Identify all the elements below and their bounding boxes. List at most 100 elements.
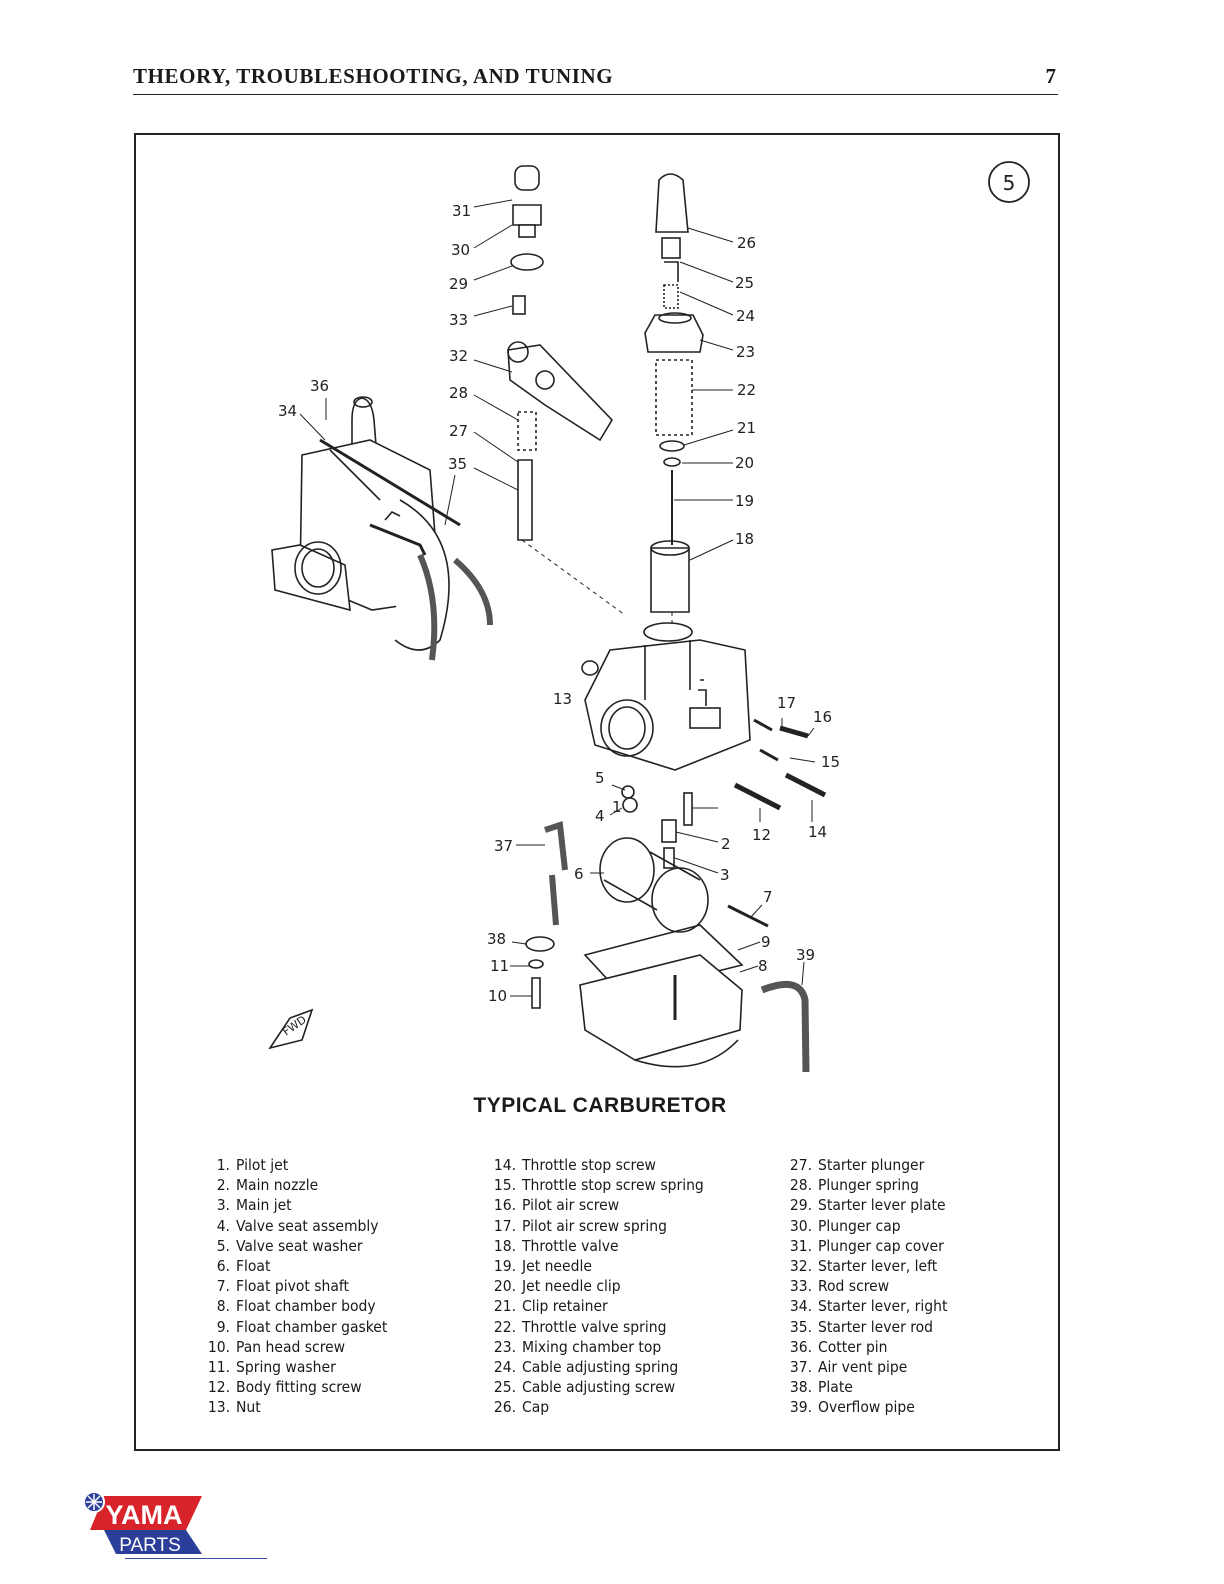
legend-item: 19.Jet needle: [486, 1256, 704, 1276]
legend-item-number: 34.: [789, 1297, 812, 1316]
callout-7: 7: [763, 888, 773, 906]
legend-item-label: Jet needle clip: [522, 1277, 621, 1296]
callout-32: 32: [449, 347, 468, 365]
assembled-carburetor-drawing: [271, 396, 493, 661]
legend-item: 14. Throttle stop screw: [486, 1155, 704, 1175]
callout-6: 6: [574, 865, 584, 883]
callout-3: 3: [720, 866, 730, 884]
figure-frame: [134, 133, 1060, 1451]
callout-36: 36: [310, 377, 329, 395]
legend-item: 30. Plunger cap: [782, 1216, 947, 1236]
legend-item-label: Float chamber gasket: [236, 1317, 388, 1336]
legend-item-label: Float chamber body: [236, 1297, 376, 1316]
callout-28: 28: [449, 384, 468, 402]
exploded-components-drawing: FWD: [268, 165, 827, 1073]
legend-item-label: Pan head screw: [236, 1337, 346, 1356]
callout-23: 23: [736, 343, 755, 361]
legend-item-label: Valve seat washer: [236, 1236, 363, 1255]
legend-item: 3.Main jet: [200, 1195, 387, 1215]
callout-15: 15: [821, 753, 840, 771]
callout-20: 20: [735, 454, 754, 472]
figure-caption: TYPICAL CARBURETOR: [473, 1094, 727, 1117]
legend-item-number: 35.: [789, 1317, 812, 1336]
legend-item-label: Rod screw: [818, 1277, 890, 1296]
legend-item: 12. Body fitting screw: [200, 1377, 387, 1397]
legend-item-number: 11.: [207, 1358, 230, 1377]
legend-item-number: 10.: [207, 1337, 230, 1356]
legend-item-number: 22.: [493, 1317, 516, 1336]
legend-item-label: Cable adjusting screw: [522, 1378, 676, 1397]
legend-item-number: 16.: [493, 1196, 516, 1215]
legend-item-number: 24.: [493, 1358, 516, 1377]
legend-item: 37. Air vent pipe: [782, 1357, 947, 1377]
yamaparts-logo[interactable]: YAMA PARTS: [82, 1490, 207, 1560]
callout-13: 13: [553, 690, 572, 708]
legend-item-label: Clip retainer: [522, 1297, 608, 1316]
legend-item-label: Throttle valve: [522, 1236, 619, 1255]
callout-38: 38: [487, 930, 506, 948]
callout-26: 26: [737, 234, 756, 252]
legend-item-number: 2.: [216, 1176, 230, 1195]
legend-item-label: Spring washer: [236, 1358, 336, 1377]
callout-30: 30: [451, 241, 470, 259]
figure-number-badge: 5: [988, 161, 1030, 203]
legend-item: 33. Rod screw: [782, 1276, 947, 1296]
legend-item-label: Plunger cap: [818, 1216, 901, 1235]
callout-18: 18: [735, 530, 754, 548]
legend-item: 7.Float pivot shaft: [200, 1276, 387, 1296]
callout-14: 14: [808, 823, 827, 841]
legend-item-label: Starter lever, left: [818, 1257, 938, 1276]
callout-8: 8: [758, 957, 768, 975]
legend-item-label: Plate: [818, 1378, 853, 1397]
legend-item-number: 37.: [789, 1358, 812, 1377]
legend-item-label: Nut: [236, 1398, 261, 1417]
legend-item-number: 12.: [207, 1378, 230, 1397]
callout-numbers: 1 2 3 4 5 6 7 8 9 10 11 12 13 14 15 16 1…: [278, 202, 840, 1005]
legend-item: 28.Plunger spring: [782, 1175, 947, 1195]
callout-37: 37: [494, 837, 513, 855]
legend-item-number: 27.: [789, 1156, 812, 1174]
legend-item-number: 6.: [216, 1257, 230, 1276]
legend-item: 32.Starter lever, left: [782, 1256, 947, 1276]
legend-item-label: Throttle stop screw spring: [522, 1176, 704, 1195]
callout-34: 34: [278, 402, 297, 420]
legend-item-label: Starter plunger: [818, 1156, 925, 1174]
legend-item-label: Air vent pipe: [818, 1358, 908, 1377]
callout-31: 31: [452, 202, 471, 220]
legend-item: 15.Throttle stop screw spring: [486, 1175, 704, 1195]
legend-item-label: Throttle stop screw: [522, 1156, 656, 1174]
legend-item: 38.Plate: [782, 1377, 947, 1397]
callout-17: 17: [777, 694, 796, 712]
legend-item-number: 30.: [789, 1216, 812, 1235]
legend-item-label: Jet needle: [522, 1257, 592, 1276]
legend-item-number: 8.: [216, 1297, 230, 1316]
legend-item-number: 18.: [493, 1236, 516, 1255]
callout-11: 11: [490, 957, 509, 975]
callout-21: 21: [737, 419, 756, 437]
callout-25: 25: [735, 274, 754, 292]
callout-10: 10: [488, 987, 507, 1005]
legend-item-number: 5.: [216, 1236, 230, 1255]
legend-item-number: 39.: [789, 1398, 812, 1417]
legend-item: 18. Throttle valve: [486, 1236, 704, 1256]
legend-item: 24.Cable adjusting spring: [486, 1357, 704, 1377]
legend-item-number: 33.: [789, 1277, 812, 1296]
legend-item-label: Main nozzle: [236, 1176, 319, 1195]
legend-item-number: 20.: [493, 1277, 516, 1296]
callout-2: 2: [721, 835, 731, 853]
callout-5: 5: [595, 769, 605, 787]
legend-item-number: 28.: [789, 1176, 812, 1195]
legend-item-number: 14.: [493, 1156, 516, 1174]
legend-item-number: 36.: [789, 1337, 812, 1356]
legend-item-label: Pilot air screw spring: [522, 1216, 667, 1235]
logo-text-bottom: PARTS: [119, 1535, 181, 1556]
legend-item: 23.Mixing chamber top: [486, 1337, 704, 1357]
legend-item: 10. Pan head screw: [200, 1337, 387, 1357]
legend-item-label: Body fitting screw: [236, 1378, 362, 1397]
callout-24: 24: [736, 307, 755, 325]
legend-item: 5. Valve seat washer: [200, 1236, 387, 1256]
legend-item: 34.Starter lever, right: [782, 1296, 948, 1316]
legend-item-number: 9.: [216, 1317, 230, 1336]
logo-text-top: YAMA: [105, 1500, 182, 1530]
